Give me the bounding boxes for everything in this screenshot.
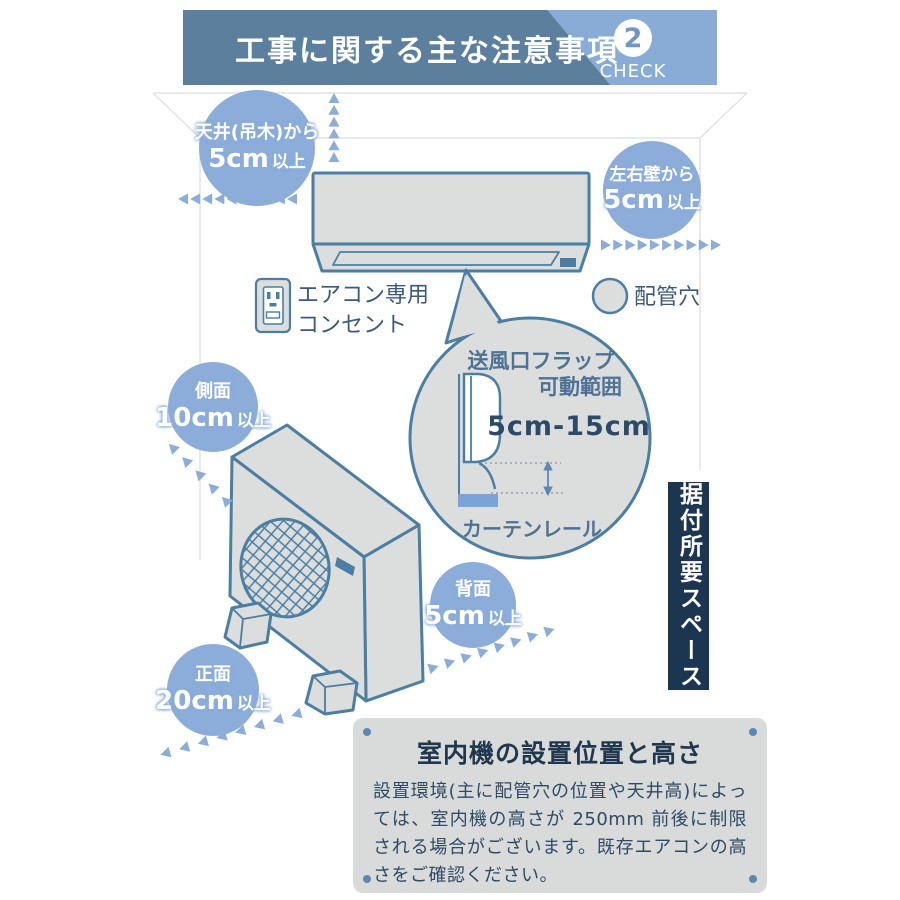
side-clearance-suffix: 以上 <box>236 410 271 431</box>
front-clearance-arrows <box>160 707 303 758</box>
side-clearance-label: 側面 <box>195 381 231 403</box>
room-outline <box>152 92 748 560</box>
outdoor-unit-drawing <box>223 423 425 716</box>
side-wall-clearance-suffix: 以上 <box>666 193 701 214</box>
check-badge-label: CHECK <box>599 61 667 82</box>
fan-grille <box>239 517 331 619</box>
flap-cross-section <box>458 372 502 494</box>
range-arrow <box>543 460 553 497</box>
ceiling-clearance-label: 天井(吊木)から <box>194 122 320 144</box>
back-clearance-arrows <box>427 626 555 675</box>
corner-dot <box>749 875 757 883</box>
ceiling-clearance-value: 5cm <box>208 143 269 174</box>
front-clearance-label: 正面 <box>195 664 231 686</box>
outlet-label: エアコン専用 コンセント <box>297 281 429 340</box>
front-clearance-suffix: 以上 <box>236 693 271 714</box>
side-wall-clearance-label: 左右壁から <box>609 165 695 186</box>
indoor-unit-indicator <box>560 258 576 267</box>
outdoor-unit-feet <box>223 601 359 716</box>
right-wall-clearance-arrows <box>601 239 721 251</box>
flap-range-title-line1: 送風口フラップ <box>467 349 615 373</box>
corner-dot <box>363 875 371 883</box>
ceiling-clearance-suffix: 以上 <box>271 151 306 172</box>
outdoor-unit-indicator <box>335 557 355 576</box>
corner-dot <box>363 728 371 736</box>
flap-range-value: 5cm-15cm <box>487 411 651 442</box>
header-banner: 工事に関する主な注意事項 2 CHECK <box>183 10 717 85</box>
required-space-banner-text: 据付所要スペース <box>675 482 702 690</box>
curtain-rail-label: カーテンレール <box>462 517 602 541</box>
flap-range-title-line2: 可動範囲 <box>538 375 622 399</box>
info-box-body: 設置環境(主に配管穴の位置や天井高)によっては、室内機の高さが 250mm 前後… <box>373 781 747 886</box>
outlet-icon <box>254 277 292 334</box>
info-box-title: 室内機の設置位置と高さ <box>416 739 703 768</box>
front-clearance-value: 20cm <box>155 685 234 716</box>
corner-dot <box>749 728 757 736</box>
detail-balloon <box>408 268 652 560</box>
back-clearance-value: 5cm <box>424 600 485 631</box>
pipe-hole-icon <box>591 277 629 315</box>
side-clearance-arrows <box>168 443 233 508</box>
curtain-rail-bar <box>458 494 498 507</box>
side-clearance-value: 10cm <box>155 402 234 433</box>
outlet-label-line1: エアコン専用 <box>297 283 430 308</box>
page-title: 工事に関する主な注意事項 <box>235 33 619 69</box>
range-guide-lines <box>485 462 563 494</box>
required-space-banner: 据付所要スペース <box>668 482 709 690</box>
back-clearance-suffix: 以上 <box>487 608 522 629</box>
back-clearance-label: 背面 <box>455 579 491 601</box>
pipe-hole-label: 配管穴 <box>634 285 701 310</box>
ceiling-clearance-arrows <box>328 93 340 162</box>
indoor-unit-drawing <box>311 171 591 273</box>
indoor-unit-info-box: 室内機の設置位置と高さ 設置環境(主に配管穴の位置や天井高)によっては、室内機の… <box>353 718 767 893</box>
outlet-label-line2: コンセント <box>297 312 408 338</box>
check-number-badge: 2 <box>614 19 652 57</box>
side-wall-clearance-value: 5cm <box>603 185 664 216</box>
